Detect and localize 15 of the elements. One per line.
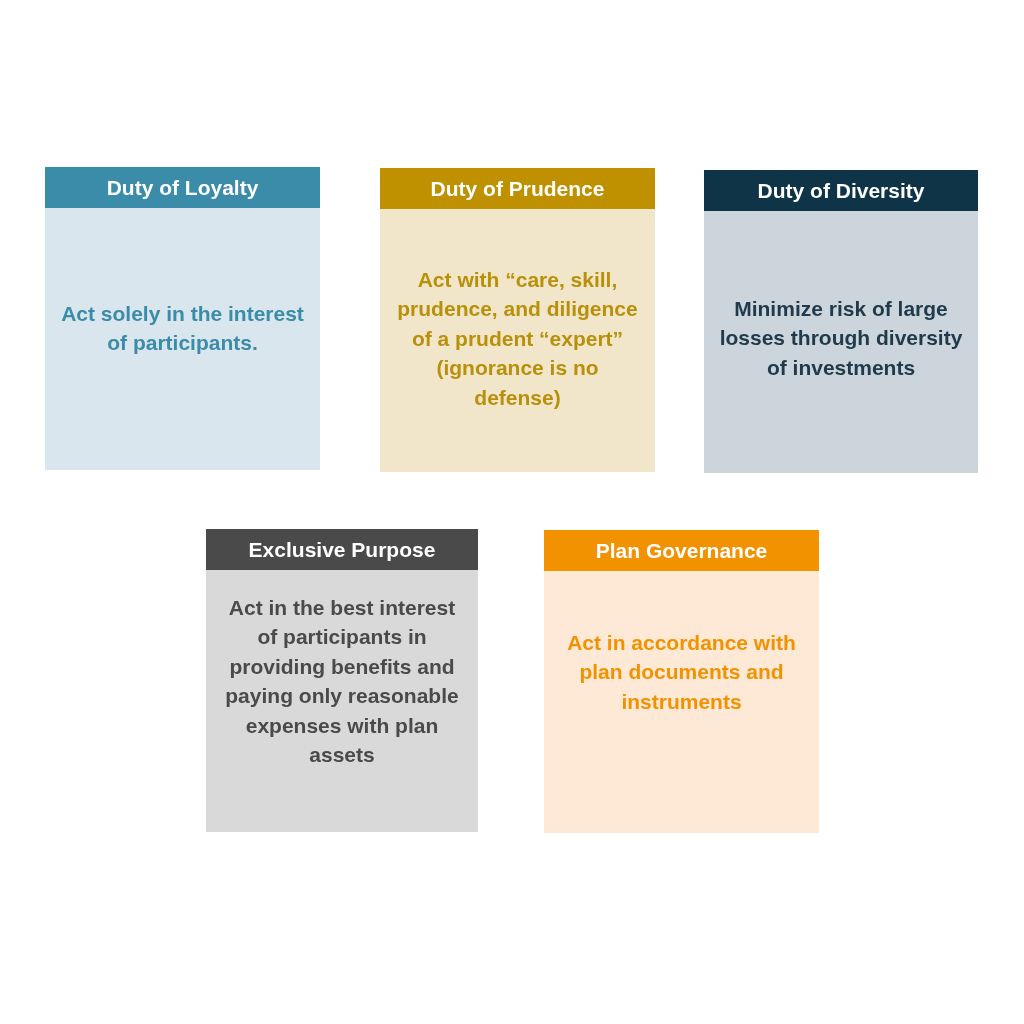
card-header: Duty of Diversity <box>704 170 978 211</box>
card-header: Duty of Prudence <box>380 168 655 209</box>
card-text: Act in accordance with plan documents and instruments <box>566 629 797 715</box>
card-header: Duty of Loyalty <box>45 167 320 208</box>
card <box>544 530 819 833</box>
card-header: Exclusive Purpose <box>206 529 478 570</box>
card-header: Plan Governance <box>544 530 819 571</box>
card <box>206 529 478 832</box>
card-text: Act solely in the interest of participants. <box>60 300 305 356</box>
card-text: Act with “care, skill, prudence, and diligence of a prudent “expert” (ignorance is no defense) <box>396 266 639 411</box>
card-text: Act in the best interest of participants in providing benefits and paying only reasonable expenses with plan assets <box>224 594 460 768</box>
card <box>380 168 655 472</box>
card <box>45 167 320 470</box>
card <box>704 170 978 473</box>
card-text: Minimize risk of large losses through diversity of investments <box>718 295 964 381</box>
